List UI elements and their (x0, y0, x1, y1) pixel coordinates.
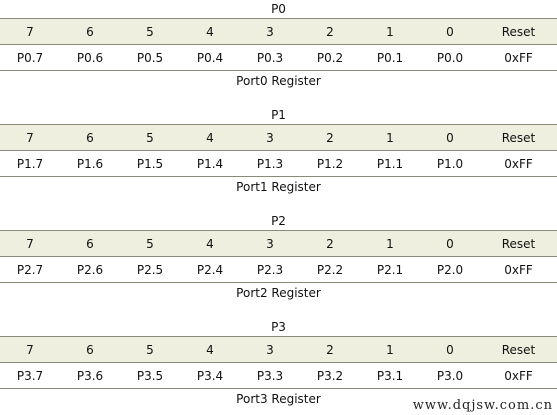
register-name: P3 (271, 320, 286, 334)
watermark-text: www.dqjsw.com.cn (412, 398, 553, 413)
bit-number-cell: 5 (120, 18, 180, 45)
pin-name-cell: P2.1 (360, 256, 420, 283)
pin-name-cell: P3.2 (300, 362, 360, 389)
bit-number-cell: 3 (240, 18, 300, 45)
bit-number-cell: 2 (300, 124, 360, 151)
bit-number-cell: 7 (0, 18, 60, 45)
bit-number-cell: 7 (0, 336, 60, 363)
bit-number-cell: 3 (240, 230, 300, 257)
pin-name-cell: P1.4 (180, 150, 240, 177)
pin-name-cell: P2.4 (180, 256, 240, 283)
pin-name-cell: P1.5 (120, 150, 180, 177)
register-name: P1 (271, 108, 286, 122)
bit-number-cell: 3 (240, 124, 300, 151)
bit-number-cell: 1 (360, 124, 420, 151)
pin-name-cell: P2.7 (0, 256, 60, 283)
reset-value-cell: 0xFF (480, 44, 557, 71)
pin-name-cell: P3.4 (180, 362, 240, 389)
register-caption: Port0 Register (236, 74, 321, 88)
bit-number-cell: 0 (420, 18, 480, 45)
bit-number-cell: 2 (300, 336, 360, 363)
reset-value-cell: 0xFF (480, 150, 557, 177)
register-caption: Port3 Register (236, 392, 321, 406)
bit-number-cell: 0 (420, 336, 480, 363)
pin-name-cell: P2.6 (60, 256, 120, 283)
pin-name-cell: P0.6 (60, 44, 120, 71)
bit-number-cell: 4 (180, 124, 240, 151)
pin-name-cell: P3.0 (420, 362, 480, 389)
pin-name-cell: P3.3 (240, 362, 300, 389)
bit-number-cell: 4 (180, 336, 240, 363)
pin-name-cell: P3.6 (60, 362, 120, 389)
pin-name-cell: P3.1 (360, 362, 420, 389)
reset-header-cell: Reset (480, 336, 557, 363)
pin-name-cell: P1.1 (360, 150, 420, 177)
register-name: P0 (271, 2, 286, 16)
register-name: P2 (271, 214, 286, 228)
pin-name-cell: P2.0 (420, 256, 480, 283)
pin-name-cell: P2.3 (240, 256, 300, 283)
bit-number-cell: 5 (120, 124, 180, 151)
bit-number-cell: 6 (60, 18, 120, 45)
pin-name-cell: P1.2 (300, 150, 360, 177)
pin-name-cell: P0.0 (420, 44, 480, 71)
bit-number-cell: 2 (300, 230, 360, 257)
pin-name-cell: P3.5 (120, 362, 180, 389)
pin-name-cell: P3.7 (0, 362, 60, 389)
reset-value-cell: 0xFF (480, 256, 557, 283)
bit-number-cell: 0 (420, 230, 480, 257)
bit-number-cell: 3 (240, 336, 300, 363)
bit-number-cell: 6 (60, 124, 120, 151)
pin-name-cell: P0.2 (300, 44, 360, 71)
bit-number-cell: 1 (360, 336, 420, 363)
register-caption: Port2 Register (236, 286, 321, 300)
pin-name-cell: P1.7 (0, 150, 60, 177)
pin-name-cell: P1.0 (420, 150, 480, 177)
reset-value-cell: 0xFF (480, 362, 557, 389)
bit-number-cell: 6 (60, 230, 120, 257)
pin-name-cell: P0.1 (360, 44, 420, 71)
bit-number-cell: 7 (0, 230, 60, 257)
pin-name-cell: P0.7 (0, 44, 60, 71)
pin-name-cell: P2.2 (300, 256, 360, 283)
reset-header-cell: Reset (480, 124, 557, 151)
pin-name-cell: P2.5 (120, 256, 180, 283)
pin-name-cell: P1.6 (60, 150, 120, 177)
bit-number-cell: 5 (120, 230, 180, 257)
reset-header-cell: Reset (480, 18, 557, 45)
bit-number-cell: 2 (300, 18, 360, 45)
bit-number-cell: 6 (60, 336, 120, 363)
bit-number-cell: 1 (360, 18, 420, 45)
bit-number-cell: 4 (180, 18, 240, 45)
bit-number-cell: 4 (180, 230, 240, 257)
pin-name-cell: P0.5 (120, 44, 180, 71)
pin-name-cell: P1.3 (240, 150, 300, 177)
bit-number-cell: 1 (360, 230, 420, 257)
register-caption: Port1 Register (236, 180, 321, 194)
pin-name-cell: P0.4 (180, 44, 240, 71)
bit-number-cell: 7 (0, 124, 60, 151)
bit-number-cell: 0 (420, 124, 480, 151)
pin-name-cell: P0.3 (240, 44, 300, 71)
bit-number-cell: 5 (120, 336, 180, 363)
reset-header-cell: Reset (480, 230, 557, 257)
